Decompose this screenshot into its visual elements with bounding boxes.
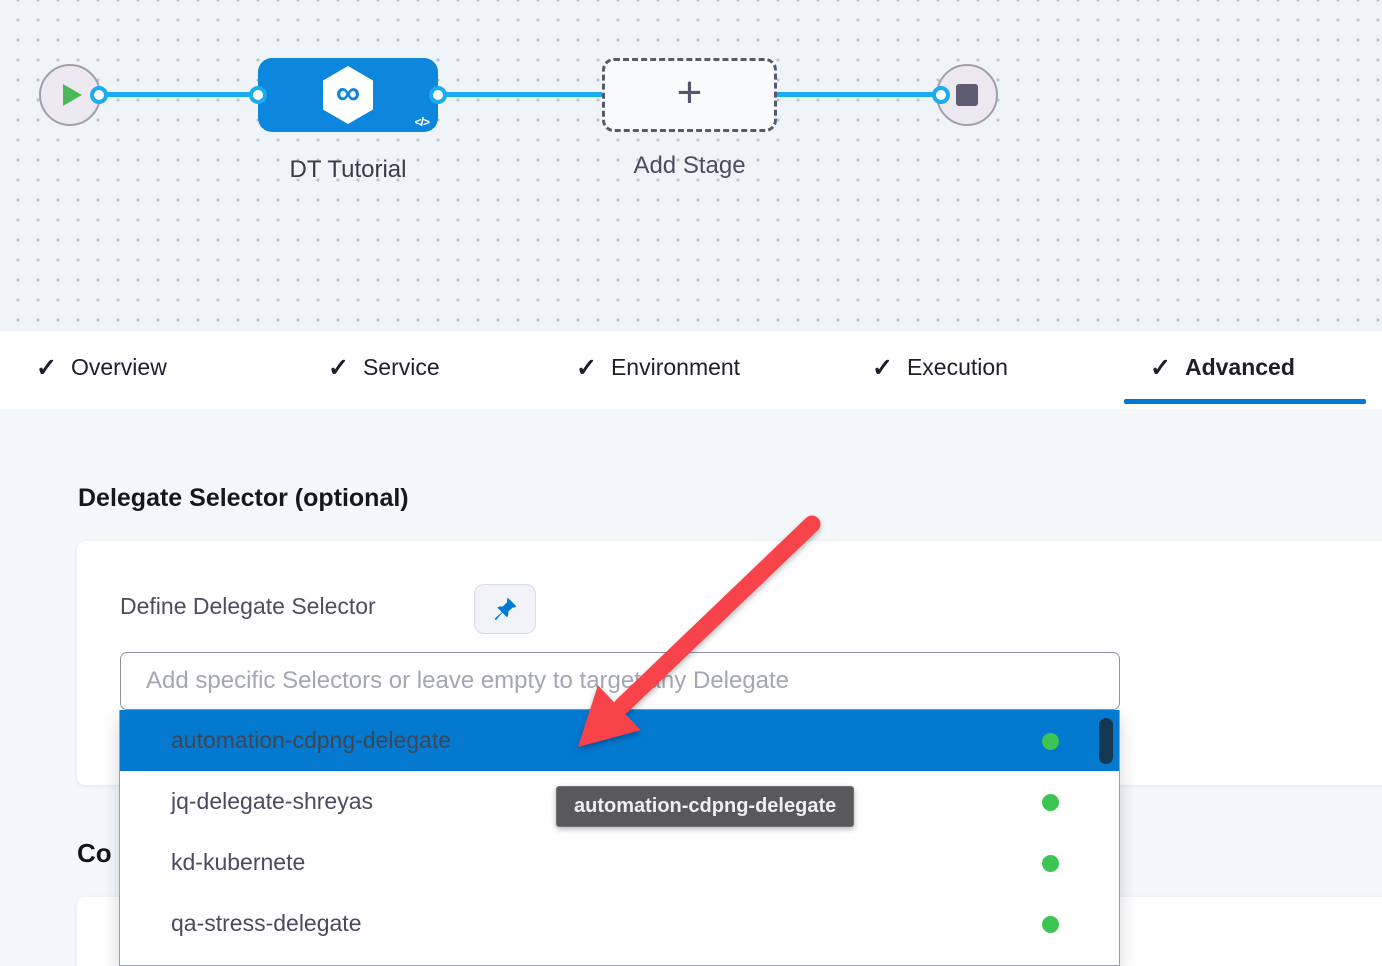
connector-port[interactable]	[90, 86, 108, 104]
tab-overview[interactable]: ✓ Overview	[36, 331, 167, 404]
check-icon: ✓	[328, 353, 349, 383]
tab-label: Service	[363, 354, 440, 381]
delegate-selector-section-title: Delegate Selector (optional)	[78, 484, 409, 513]
tab-label: Environment	[611, 354, 740, 381]
tab-environment[interactable]: ✓ Environment	[576, 331, 740, 404]
add-stage-label: Add Stage	[602, 152, 777, 180]
delegate-dropdown: automation-cdpng-delegate jq-delegate-sh…	[119, 710, 1120, 966]
dropdown-option-kd-kubernete[interactable]: kd-kubernete	[120, 832, 1119, 893]
stop-icon	[956, 84, 978, 106]
status-dot-connected	[1042, 916, 1059, 933]
dropdown-scrollbar[interactable]	[1099, 718, 1113, 764]
option-label: jq-delegate-shreyas	[171, 788, 373, 815]
option-label: automation-cdpng-delegate	[171, 727, 451, 754]
check-icon: ✓	[872, 353, 893, 383]
option-label: qa-stress-delegate	[171, 910, 362, 937]
check-icon: ✓	[576, 353, 597, 383]
connector-port[interactable]	[932, 86, 950, 104]
check-icon: ✓	[36, 353, 57, 383]
tab-label: Overview	[71, 354, 167, 381]
pushpin-icon	[491, 595, 519, 623]
connector-port[interactable]	[429, 86, 447, 104]
connector-line	[438, 92, 602, 97]
svg-text:∞: ∞	[336, 74, 360, 112]
clipped-section-heading: Co	[77, 838, 112, 869]
connector-line	[777, 92, 941, 97]
delegate-selector-input[interactable]	[120, 652, 1120, 710]
pipeline-canvas[interactable]: ∞ </> + DT Tutorial Add Stage	[0, 0, 1382, 331]
tab-advanced[interactable]: ✓ Advanced	[1150, 331, 1295, 404]
connector-line	[99, 92, 259, 97]
play-icon	[63, 84, 82, 106]
stage-node-label: DT Tutorial	[258, 156, 438, 184]
harness-hexagon-icon: ∞	[320, 65, 376, 125]
tab-execution[interactable]: ✓ Execution	[872, 331, 1008, 404]
code-icon[interactable]: </>	[415, 115, 429, 129]
dropdown-option-qa-stress-delegate[interactable]: qa-stress-delegate	[120, 893, 1119, 954]
delegate-tooltip: automation-cdpng-delegate	[556, 786, 854, 827]
status-dot-connected	[1042, 855, 1059, 872]
status-dot-connected	[1042, 733, 1059, 750]
check-icon: ✓	[1150, 353, 1171, 383]
dropdown-option-automation-cdpng-delegate[interactable]: automation-cdpng-delegate	[120, 710, 1119, 771]
add-stage-button[interactable]: +	[602, 58, 777, 132]
option-label: kd-kubernete	[171, 849, 305, 876]
active-tab-underline	[1124, 399, 1366, 404]
pin-button[interactable]	[474, 584, 536, 634]
stage-node-dt-tutorial[interactable]: ∞ </>	[258, 58, 438, 132]
stage-config-tabbar: ✓ Overview ✓ Service ✓ Environment ✓ Exe…	[0, 331, 1382, 409]
tab-label: Execution	[907, 354, 1008, 381]
define-delegate-selector-label: Define Delegate Selector	[120, 593, 376, 620]
connector-port[interactable]	[249, 86, 267, 104]
tab-label: Advanced	[1185, 354, 1295, 381]
tab-service[interactable]: ✓ Service	[328, 331, 440, 404]
status-dot-connected	[1042, 794, 1059, 811]
plus-icon: +	[677, 71, 703, 115]
